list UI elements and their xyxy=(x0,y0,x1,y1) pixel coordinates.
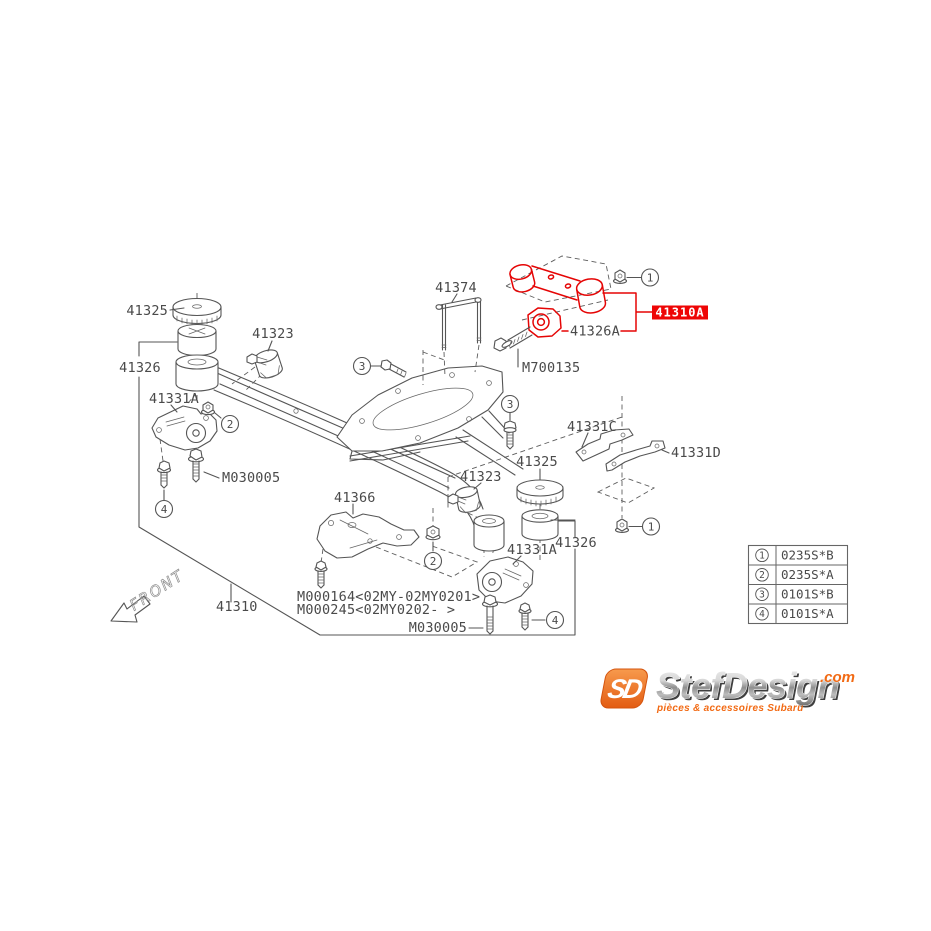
part-label-41331c: 41331C xyxy=(567,419,617,435)
legend-row-2: 2 0235S*A xyxy=(755,567,834,582)
part-labels: 41325 41323 41326 41331A M030005 41374 M… xyxy=(119,280,721,636)
part-label-41331a-right: 41331A xyxy=(507,542,557,558)
logo-mark: SD xyxy=(600,668,648,709)
bolt-callout3-left xyxy=(370,359,407,378)
bracket-41331c xyxy=(575,428,634,462)
callout-4-right: 4 xyxy=(545,610,565,630)
callout-3-right: 3 xyxy=(500,394,520,414)
part-label-41323-top: 41323 xyxy=(252,326,294,342)
part-label-m700135: M700135 xyxy=(522,360,580,376)
svg-text:2: 2 xyxy=(759,570,765,581)
bolt-small-left xyxy=(156,460,172,501)
bolt-m030005-left xyxy=(187,448,220,483)
bushing-41323-mid xyxy=(447,482,482,514)
callout-2-mid: 2 xyxy=(423,551,443,571)
nut-left xyxy=(200,401,222,419)
legend-table: 1 0235S*B 2 0235S*A 3 0101S*B 4 0101S*A xyxy=(747,544,849,625)
svg-text:4: 4 xyxy=(552,614,559,627)
callout-1-lower: 1 xyxy=(641,517,661,536)
bolt-m030005-bottom xyxy=(468,594,499,635)
screw-below-41366 xyxy=(314,560,328,589)
bushing-41323-top xyxy=(246,340,283,379)
svg-text:0101S*B: 0101S*B xyxy=(781,587,834,602)
svg-text:1: 1 xyxy=(647,272,654,285)
part-label-41323-mid: 41323 xyxy=(460,469,502,485)
svg-text:4: 4 xyxy=(759,609,765,620)
svg-text:0235S*A: 0235S*A xyxy=(781,567,834,582)
part-label-41310: 41310 xyxy=(216,599,258,615)
front-arrow: FRONT xyxy=(110,566,188,623)
svg-text:1: 1 xyxy=(648,521,655,534)
u-bolt-41374 xyxy=(435,293,482,351)
bracket-41331a-right xyxy=(476,555,534,604)
part-label-41310a: 41310A xyxy=(655,306,704,320)
part-label-m000245: M000245<02MY0202- > xyxy=(297,602,455,618)
bracket-41366 xyxy=(316,503,420,559)
part-label-41326a: 41326A xyxy=(570,324,620,340)
highlighted-part-label-41310a[interactable]: 41310A xyxy=(652,305,708,320)
bracket-41331a-left xyxy=(151,404,218,451)
bolt-m700135 xyxy=(493,326,533,368)
protector-plate xyxy=(336,365,504,461)
legend-row-1: 1 0235S*B xyxy=(755,548,834,563)
nut-mid xyxy=(425,525,441,552)
legend-row-3: 3 0101S*B xyxy=(755,587,834,602)
part-label-m030005-left: M030005 xyxy=(222,470,280,486)
diff-mount-41310a-highlighted xyxy=(509,263,607,314)
logo-brand-text: StefDesign xyxy=(656,665,839,706)
svg-text:2: 2 xyxy=(430,555,437,568)
bolt-callout3-right xyxy=(503,412,517,450)
bolt-small-bottom xyxy=(518,602,546,631)
front-label: FRONT xyxy=(126,566,187,614)
part-label-m030005-bottom: M030005 xyxy=(409,620,467,636)
callouts: 1 1 2 2 3 3 4 4 xyxy=(154,268,661,630)
part-label-m000164: M000164<02MY-02MY0201> xyxy=(297,589,480,605)
svg-text:1: 1 xyxy=(759,551,765,562)
enclosure-bracket-lines xyxy=(138,341,576,636)
logo-tagline: pièces & accessoires Subaru xyxy=(656,703,804,714)
part-label-41325-top: 41325 xyxy=(126,303,168,319)
part-label-41325-right: 41325 xyxy=(516,454,558,470)
bushing-stack-right xyxy=(516,468,576,541)
part-label-41331d: 41331D xyxy=(671,445,721,461)
svg-text:0235S*B: 0235S*B xyxy=(781,548,834,563)
bushing-stack-left xyxy=(169,297,222,392)
svg-text:3: 3 xyxy=(359,360,366,373)
bushing-41326a-highlighted xyxy=(527,307,562,338)
nut-top xyxy=(612,269,642,284)
part-label-41374: 41374 xyxy=(435,280,477,296)
callout-3-left: 3 xyxy=(352,356,372,376)
svg-text:0101S*A: 0101S*A xyxy=(781,606,834,621)
stefdesign-logo: SD StefDesign StefDesign .com pièces & a… xyxy=(600,665,855,714)
callout-1-top: 1 xyxy=(640,268,660,287)
bracket-41331d xyxy=(605,440,670,472)
svg-text:4: 4 xyxy=(161,503,168,516)
part-label-41366: 41366 xyxy=(334,490,376,506)
legend-row-4: 4 0101S*A xyxy=(755,606,834,621)
svg-text:2: 2 xyxy=(227,418,234,431)
logo-brand-shadow: StefDesign xyxy=(658,667,841,708)
svg-text:3: 3 xyxy=(507,398,514,411)
callout-4-left: 4 xyxy=(154,499,174,519)
red-leader-bracket xyxy=(561,292,653,332)
logo-tld: .com xyxy=(820,669,855,686)
svg-text:3: 3 xyxy=(759,590,765,601)
callout-2-left: 2 xyxy=(220,414,240,434)
part-label-41331a-left: 41331A xyxy=(149,391,199,407)
part-label-41326-right: 41326 xyxy=(555,535,597,551)
part-label-41326-left: 41326 xyxy=(119,360,161,376)
beam-end-cylinder-right xyxy=(473,514,505,552)
nut-lower-right xyxy=(614,518,643,533)
